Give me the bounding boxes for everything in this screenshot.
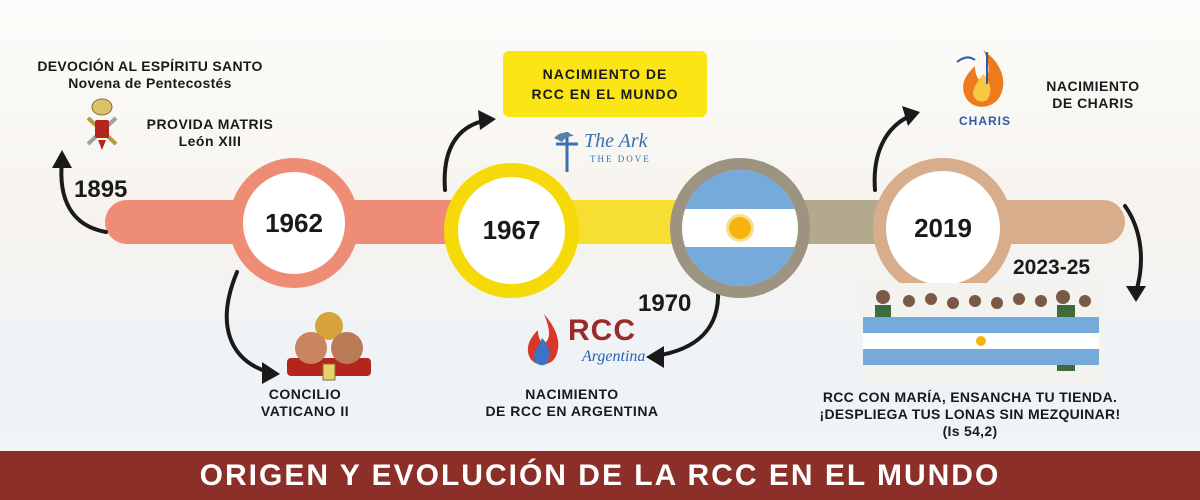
year-1967: 1967 [482,215,541,245]
arrow-1967 [442,118,490,192]
event-1895-title-line2: Novena de Pentecostés [68,75,232,91]
event-1962-caption: CONCILIO VATICANO II [240,386,370,420]
event-2019-caption: NACIMIENTO DE CHARIS [1026,78,1160,112]
papal-coat-of-arms-icon [86,98,118,150]
charis-logo: CHARIS [945,44,1025,130]
arrowhead-1970 [646,346,664,368]
ark-and-dove-logo: The Ark THE DOVE [550,126,662,174]
event-1967-line2: RCC EN EL MUNDO [531,86,679,102]
event-2023-caption: RCC CON MARÍA, ENSANCHA TU TIENDA. ¡DESP… [780,389,1160,440]
arrowhead-1895 [52,150,72,168]
arrow-1962 [224,270,270,374]
year-circle-2019: 2019 [873,158,1013,298]
rcc-logo-word: RCC [568,314,636,347]
arrowhead-1962 [262,362,280,384]
arrow-2023 [1123,204,1143,294]
event-1895-title: DEVOCIÓN AL ESPÍRITU SANTO Novena de Pen… [20,58,280,92]
arrowhead-2023 [1126,286,1146,302]
arrow-1895 [59,158,108,234]
group-photo-with-flag [861,283,1103,383]
event-1895-sub-line2: León XIII [178,133,242,149]
event-1895-sub-line1: PROVIDA MATRIS [146,116,274,132]
arrowhead-2019 [902,106,920,126]
event-1962-line1: CONCILIO [268,386,342,402]
footer-banner: ORIGEN Y EVOLUCIÓN DE LA RCC EN EL MUNDO [0,451,1200,500]
charis-flame-icon [956,50,1004,107]
event-2019-line2: DE CHARIS [1052,95,1134,111]
event-1962-line2: VATICANO II [260,403,350,419]
year-1970: 1970 [638,290,692,317]
rcc-logo-sub: Argentina [582,348,646,365]
rcc-argentina-logo: RCC Argentina [522,312,652,374]
flag-stripe-bottom [682,247,798,286]
event-2023-line2: ¡DESPLIEGA TUS LONAS SIN MEZQUINAR! [819,406,1121,422]
year-2019: 2019 [914,212,972,243]
arrow-1970 [653,288,721,358]
ark-logo-sub: THE DOVE [590,154,651,164]
event-1895-title-line1: DEVOCIÓN AL ESPÍRITU SANTO [37,58,263,74]
event-1895-subtitle: PROVIDA MATRIS León XIII [130,116,290,150]
year-circle-1962: 1962 [229,158,359,288]
arrowhead-1967 [478,110,496,130]
flame-icon [527,314,559,366]
event-2023-line3: (Is 54,2) [942,423,998,439]
vatican-ii-emblem-icon [287,312,371,381]
sun-of-may-icon [729,217,751,239]
event-1970-line2: DE RCC EN ARGENTINA [485,403,659,419]
dove-cross-icon [554,132,578,172]
year-1962: 1962 [265,207,323,238]
argentina-flag-circle [670,158,810,298]
arrow-2019 [872,113,914,192]
charis-logo-word: CHARIS [958,114,1011,128]
year-circle-1967: 1967 [444,163,579,298]
event-2019-line1: NACIMIENTO [1046,78,1140,94]
event-1970-line1: NACIMIENTO [525,386,619,402]
flag-stripe-top [682,170,798,209]
year-1895: 1895 [74,176,128,203]
ark-logo-word: The Ark [584,130,648,152]
event-1967-line1: NACIMIENTO DE [542,66,668,82]
footer-title: ORIGEN Y EVOLUCIÓN DE LA RCC EN EL MUNDO [199,458,1001,492]
event-1970-caption: NACIMIENTO DE RCC EN ARGENTINA [462,386,682,420]
event-2023-line1: RCC CON MARÍA, ENSANCHA TU TIENDA. [822,389,1118,405]
event-1967-box: NACIMIENTO DE RCC EN EL MUNDO [503,51,707,117]
year-2023-25: 2023-25 [1013,256,1091,279]
